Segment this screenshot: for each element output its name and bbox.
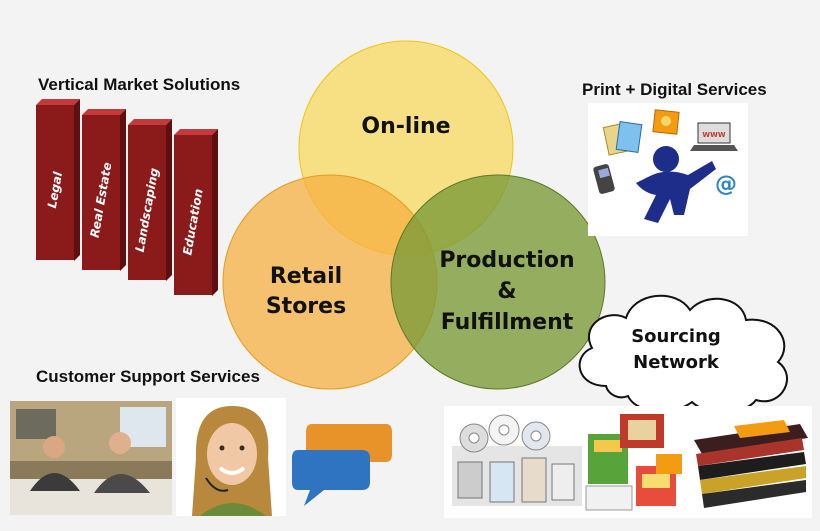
digital-services-image: WWW @ (588, 103, 748, 236)
production-label: Production & Fulfillment (432, 245, 582, 338)
pillar-real-estate (82, 109, 126, 271)
retail-label-line1: Retail (269, 264, 343, 289)
sourcing-network-label: Sourcing Network (606, 324, 746, 376)
person-left-icon (30, 436, 80, 491)
vertical-market-heading: Vertical Market Solutions (38, 75, 241, 94)
retail-label: Retail Stores (246, 262, 366, 322)
book-icon (602, 121, 643, 156)
print-digital-heading: Print + Digital Services (582, 80, 767, 99)
laptop-icon (690, 122, 738, 151)
pillar-landscaping (128, 119, 172, 281)
products-photo (444, 406, 812, 518)
product-boxes-icon (585, 414, 682, 511)
production-label-line3: Fulfillment (440, 310, 574, 335)
person-figure-icon (636, 146, 716, 223)
online-label: On-line (361, 114, 451, 139)
production-circle (390, 174, 606, 390)
meeting-photo (10, 401, 172, 515)
sourcing-label-line2: Network (633, 352, 719, 373)
at-symbol-icon: @ (715, 172, 737, 197)
sourcing-label-line1: Sourcing (631, 326, 721, 347)
blue-bubble-icon (292, 450, 370, 506)
retail-label-line2: Stores (265, 294, 347, 319)
www-text: WWW (702, 131, 725, 139)
photo-icon (652, 109, 680, 135)
label-rolls-icon (452, 414, 582, 506)
phone-icon (593, 164, 615, 194)
person-right-icon (94, 432, 150, 493)
books-stack-icon (694, 420, 808, 508)
chat-bubbles-icon (290, 414, 394, 510)
customer-support-heading: Customer Support Services (36, 367, 260, 386)
support-agent-photo (176, 398, 286, 516)
production-label-line1: Production (439, 248, 575, 273)
production-label-line2: & (497, 279, 517, 304)
pillar-education (174, 129, 218, 296)
face-shape (207, 423, 257, 485)
table-shape (10, 479, 172, 515)
pillars-graphic (36, 99, 218, 296)
headset-icon (205, 477, 229, 492)
pillar-legal (36, 99, 80, 261)
